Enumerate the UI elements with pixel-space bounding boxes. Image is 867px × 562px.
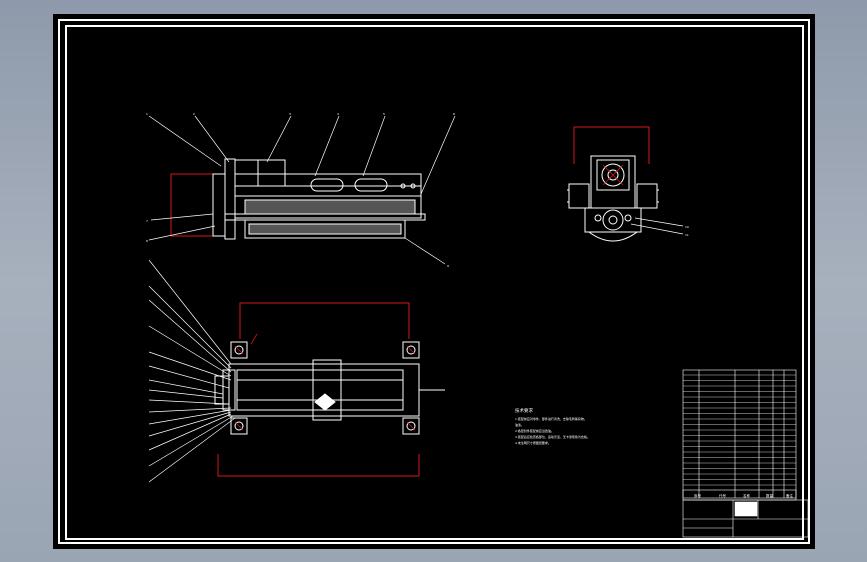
side-view-leaders	[630, 217, 684, 235]
header-cell: 序号	[694, 493, 702, 498]
tech-requirements: 技术要求 1.装配前应对零件、部件进行清洗，去除毛刺等杂物。 油漆。 2.各密封…	[515, 407, 590, 445]
svg-text:7: 7	[146, 219, 148, 223]
side-view-balloons: 10 11	[685, 225, 689, 237]
top-dim-upper	[239, 302, 410, 339]
front-view	[170, 158, 426, 240]
tech-line: 油漆。	[515, 422, 524, 427]
front-view-balloons: 1 2 3 4 5 6 7 8 9	[146, 112, 455, 268]
svg-text:5: 5	[383, 112, 385, 116]
parts-list	[682, 369, 797, 499]
header-cell: 备注	[786, 493, 794, 498]
tech-line: 1.装配前应对零件、部件进行清洗，去除毛刺等杂物。	[515, 416, 587, 421]
side-view	[567, 126, 659, 242]
front-view-leaders	[148, 115, 456, 265]
top-dim-lower	[217, 454, 420, 477]
drawing-sheet: 1 2 3 4 5 6 7 8 9 10 11	[53, 14, 815, 549]
svg-text:3: 3	[289, 112, 291, 116]
tech-line: 3.装配后应检查各部位，运动灵活，无卡滞现象为合格。	[515, 434, 590, 439]
tech-line: 2.各密封件装配前应浸透油。	[515, 428, 554, 433]
top-view-leaders	[148, 259, 236, 483]
title-block-header: 序号 代号 名称 数量 备注	[694, 493, 794, 498]
side-dimension	[573, 126, 650, 164]
header-cell: 数量	[766, 493, 774, 498]
svg-text:10: 10	[685, 225, 689, 229]
svg-text:6: 6	[453, 112, 455, 116]
cad-drawing: 1 2 3 4 5 6 7 8 9 10 11	[58, 19, 810, 544]
svg-text:4: 4	[337, 112, 339, 116]
header-cell: 代号	[719, 493, 727, 498]
svg-text:1: 1	[146, 112, 148, 116]
header-cell: 名称	[743, 493, 751, 498]
tech-line: 4.未注明尺寸按图纸要求。	[515, 440, 551, 445]
inner-border	[65, 25, 804, 540]
svg-text:8: 8	[146, 239, 148, 243]
svg-text:11: 11	[685, 233, 689, 237]
svg-text:2: 2	[193, 112, 195, 116]
outer-border	[58, 19, 810, 544]
svg-text:9: 9	[447, 264, 449, 268]
top-view	[214, 302, 445, 477]
front-dimension	[170, 173, 215, 237]
title-block	[682, 489, 809, 538]
tech-heading: 技术要求	[515, 407, 533, 414]
parts-list-rows	[683, 374, 796, 486]
